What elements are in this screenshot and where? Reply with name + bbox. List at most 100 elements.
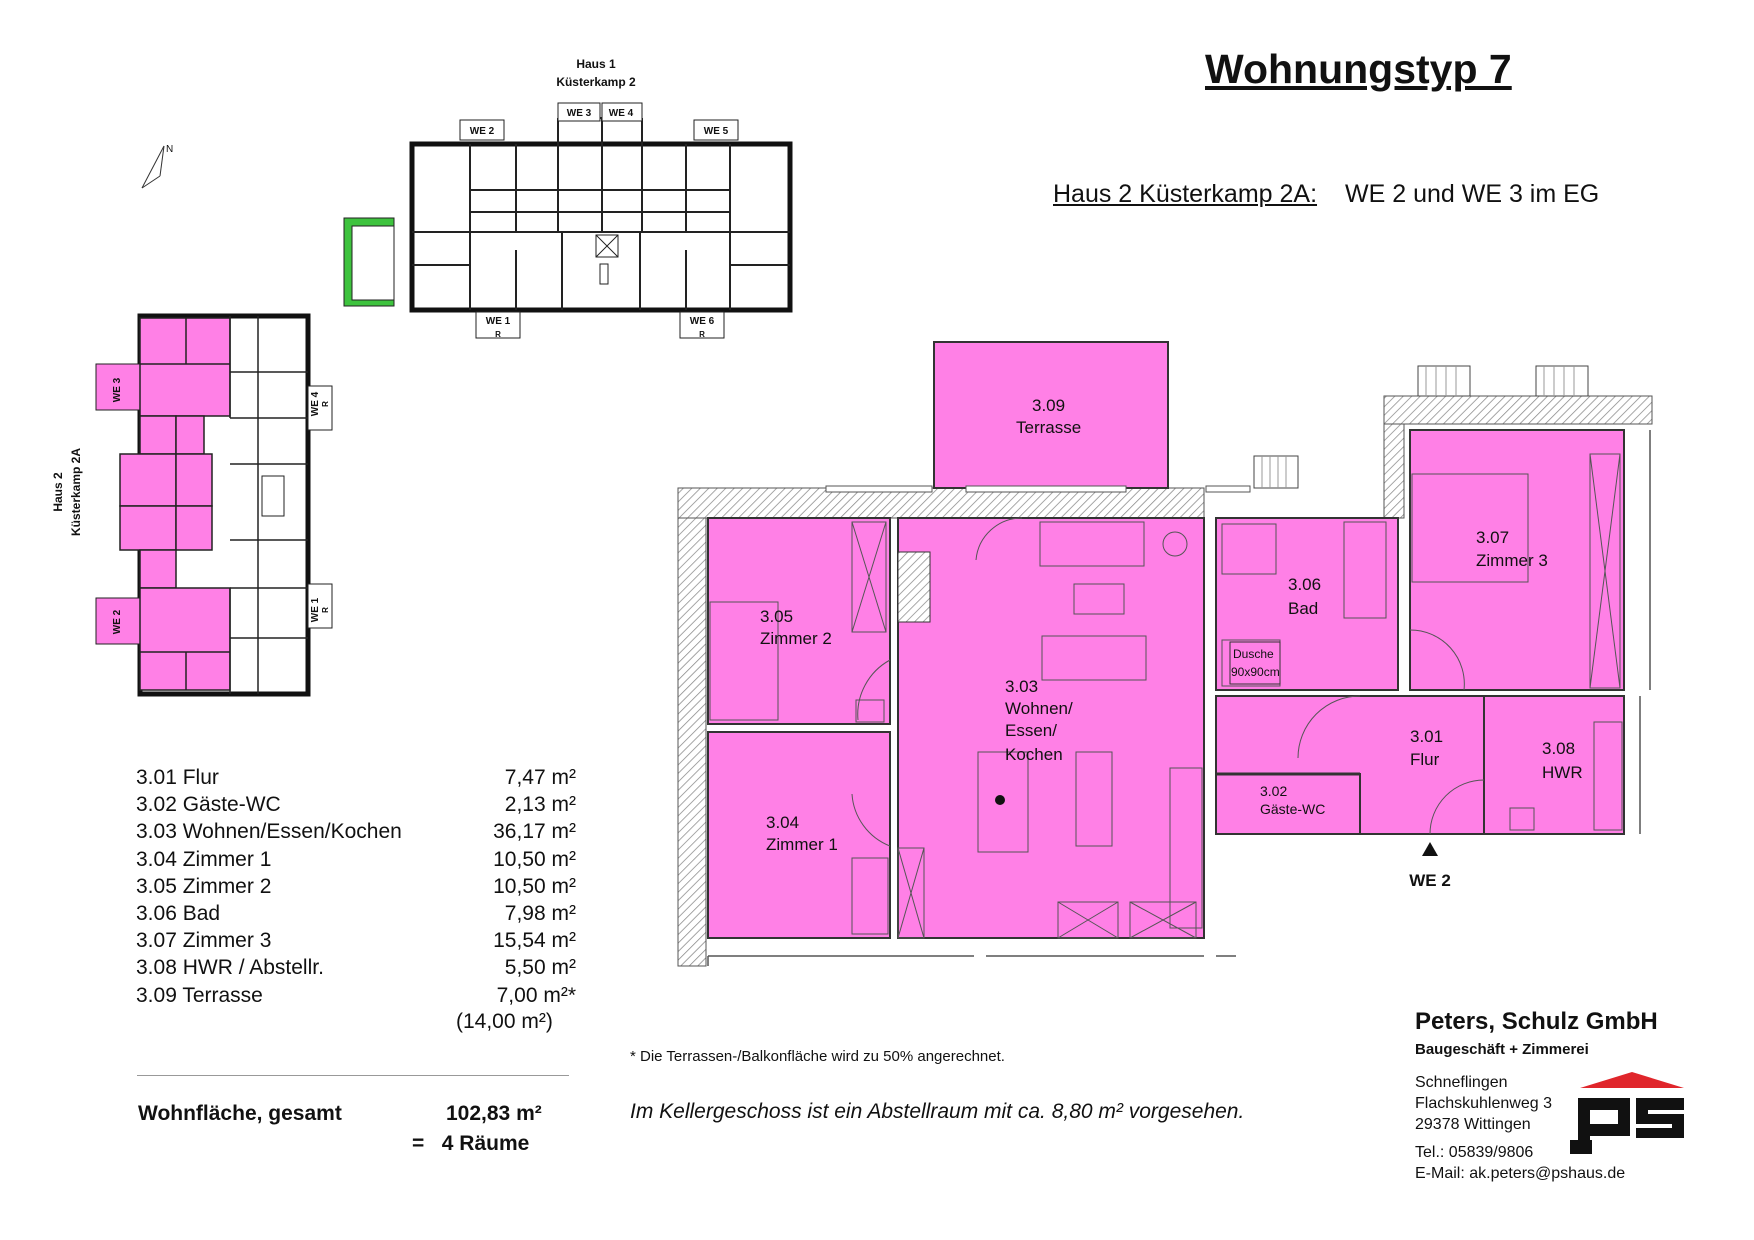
- footnote: * Die Terrassen-/Balkonfläche wird zu 50…: [630, 1048, 1005, 1065]
- terrace-full-area: (14,00 m²): [456, 1010, 553, 1033]
- room-3-07-num: 3.07: [1476, 528, 1509, 547]
- haus2-label-line2: Küsterkamp 2A: [69, 448, 83, 536]
- room-list-row: 3.08 HWR / Abstellr. 5,50 m²: [136, 954, 576, 981]
- room-3-08-name: HWR: [1542, 763, 1583, 782]
- room-3-05-num: 3.05: [760, 607, 793, 626]
- room-list-area: 7,47 m²: [504, 766, 576, 789]
- haus2-label-line1: Haus 2: [51, 472, 65, 512]
- company-subtitle: Baugeschäft + Zimmerei: [1415, 1041, 1589, 1058]
- haus1-unit-label: WE 5: [704, 126, 729, 137]
- room-list-row: 3.04 Zimmer 1 10,50 m²: [136, 846, 576, 873]
- room-3-09-name: Terrasse: [1016, 418, 1081, 437]
- room-3-03-name3: Kochen: [1005, 745, 1063, 764]
- room-3-06-num: 3.06: [1288, 575, 1321, 594]
- room-list-label: 3.09 Terrasse: [136, 983, 263, 1007]
- haus2-unit-label: WE 2: [112, 609, 123, 634]
- room-list-label: 3.08 HWR / Abstellr.: [136, 956, 324, 980]
- subtitle: Haus 2 Küsterkamp 2A: WE 2 und WE 3 im EG: [1053, 180, 1599, 209]
- room-3-03-num: 3.03: [1005, 677, 1038, 696]
- room-wohnen: [897, 517, 1205, 939]
- total-area-value: 102,83 m²: [446, 1102, 542, 1125]
- room-list-label: 3.05 Zimmer 2: [136, 874, 272, 898]
- haus1-r-label: R: [699, 330, 705, 339]
- haus1-unit-label: WE 1: [486, 316, 511, 327]
- room-list-label: 3.02 Gäste-WC: [136, 793, 281, 817]
- entrance-arrow-icon: [1422, 842, 1438, 856]
- room-3-02-num: 3.02: [1260, 783, 1287, 799]
- room-3-07-name: Zimmer 3: [1476, 551, 1548, 570]
- room-list-area: 36,17 m²: [493, 820, 576, 844]
- room-list-area: 5,50 m²: [504, 956, 576, 980]
- room-list-row: 3.05 Zimmer 2 10,50 m²: [136, 873, 576, 900]
- company-address: Schneflingen Flachskuhlenweg 3 29378 Wit…: [1415, 1072, 1552, 1135]
- total-rooms: = 4 Räume: [412, 1132, 530, 1155]
- room-3-06-name: Bad: [1288, 599, 1318, 618]
- room-list-area: 7,98 m²: [504, 901, 576, 925]
- company-name: Peters, Schulz GmbH: [1415, 1008, 1658, 1035]
- room-list-area: 7,00 m²*: [496, 983, 576, 1007]
- haus1-unit-label: WE 3: [567, 108, 592, 119]
- total-area-label: Wohnfläche, gesamt: [138, 1102, 342, 1125]
- room-list-label: 3.03 Wohnen/Essen/Kochen: [136, 820, 402, 844]
- page-title: Wohnungstyp 7: [1205, 46, 1512, 92]
- cellar-note: Im Kellergeschoss ist ein Abstellraum mi…: [630, 1100, 1245, 1123]
- haus2-r-label: R: [321, 607, 330, 613]
- room-zimmer-3: [1409, 429, 1625, 691]
- room-list-area: 10,50 m²: [493, 847, 576, 871]
- haus2-r-label: R: [321, 401, 330, 407]
- entrance-label: WE 2: [1409, 871, 1451, 890]
- room-3-09-num: 3.09: [1032, 396, 1065, 415]
- address-line: Flachskuhlenweg 3: [1415, 1095, 1552, 1112]
- room-3-04-num: 3.04: [766, 813, 799, 832]
- room-list-row: 3.09 Terrasse 7,00 m²*: [136, 982, 576, 1009]
- room-list: 3.01 Flur 7,47 m² 3.02 Gäste-WC 2,13 m² 3.…: [136, 764, 576, 1009]
- subtitle-units: WE 2 und WE 3 im EG: [1345, 180, 1600, 208]
- floor-plan: 3.09 Terrasse 3.05 Zimmer 2 3.04 Zimmer …: [677, 341, 1653, 967]
- haus1-label-line2: Küsterkamp 2: [556, 75, 636, 89]
- room-3-01-num: 3.01: [1410, 727, 1443, 746]
- room-list-row: 3.06 Bad 7,98 m²: [136, 900, 576, 927]
- site-plan-haus1: Haus 1 Küsterkamp 2: [343, 57, 793, 339]
- haus1-r-label: R: [495, 330, 501, 339]
- room-terrace: [933, 341, 1169, 489]
- room-3-05-name: Zimmer 2: [760, 629, 832, 648]
- room-3-03-name: Wohnen/: [1005, 699, 1073, 718]
- haus2-unit-label: WE 1: [310, 597, 321, 622]
- shower-label-line2: 90x90cm: [1231, 665, 1280, 679]
- room-list-label: 3.01 Flur: [136, 766, 219, 789]
- room-hwr: [1483, 695, 1625, 835]
- room-list-label: 3.06 Bad: [136, 901, 221, 925]
- site-plan-haus2: Haus 2 Küsterkamp 2A: [51, 313, 333, 697]
- room-list-area: 10,50 m²: [493, 874, 576, 898]
- haus2-unit-label: WE 3: [112, 377, 123, 402]
- room-list-area: 2,13 m²: [504, 793, 576, 817]
- room-bad: [1215, 517, 1399, 691]
- room-list-label: 3.04 Zimmer 1: [136, 847, 272, 871]
- room-zimmer-2: [707, 517, 891, 725]
- company-contact: Tel.: 05839/9806 E-Mail: ak.peters@pshau…: [1415, 1142, 1625, 1184]
- address-line: 29378 Wittingen: [1415, 1116, 1531, 1133]
- room-3-01-name: Flur: [1410, 750, 1440, 769]
- room-3-08-num: 3.08: [1542, 739, 1575, 758]
- divider: [137, 1075, 569, 1076]
- haus2-unit-label: WE 4: [310, 391, 321, 416]
- room-3-03-name2: Essen/: [1005, 721, 1057, 740]
- haus1-label-line1: Haus 1: [576, 57, 616, 71]
- subtitle-house: Haus 2 Küsterkamp 2A:: [1053, 180, 1318, 208]
- room-list-area: 15,54 m²: [493, 929, 576, 953]
- room-zimmer-1: [707, 731, 891, 939]
- room-list-row: 3.02 Gäste-WC 2,13 m²: [136, 791, 576, 818]
- room-gaeste-wc: [1215, 773, 1361, 835]
- address-line: Schneflingen: [1415, 1074, 1508, 1091]
- company-logo: [1570, 1072, 1684, 1154]
- shower-label-line1: Dusche: [1233, 647, 1274, 661]
- north-label: N: [166, 144, 173, 155]
- haus1-unit-label: WE 2: [470, 126, 495, 137]
- haus1-unit-label: WE 6: [690, 316, 715, 327]
- haus1-unit-label: WE 4: [609, 108, 634, 119]
- company-email[interactable]: E-Mail: ak.peters@pshaus.de: [1415, 1165, 1626, 1182]
- room-list-row: 3.03 Wohnen/Essen/Kochen 36,17 m²: [136, 818, 576, 845]
- north-arrow-icon: N: [141, 144, 173, 189]
- room-3-04-name: Zimmer 1: [766, 835, 838, 854]
